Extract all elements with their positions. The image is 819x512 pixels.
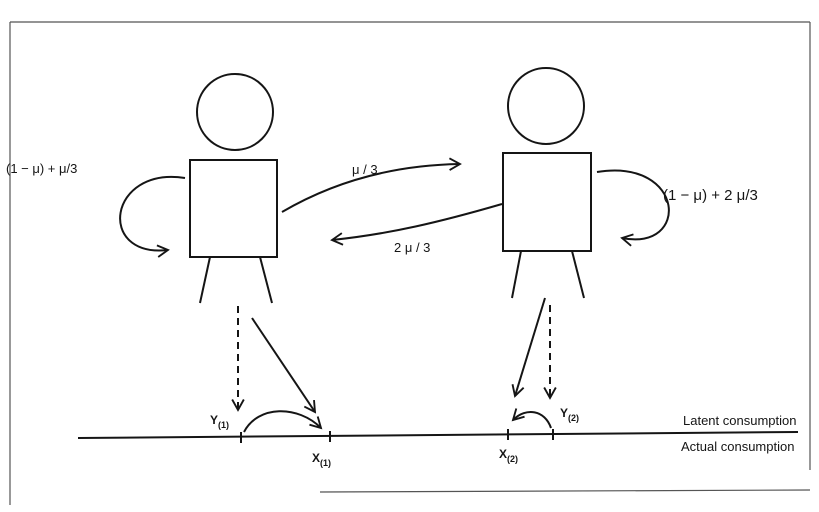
actual-consumption-label: Actual consumption xyxy=(681,439,794,454)
person-1-actual-solid-arrow xyxy=(251,317,317,414)
person-1-left-leg xyxy=(199,256,211,304)
y1-label: Y(1) xyxy=(210,413,229,430)
arrow-person-1-to-person-2-label: μ / 3 xyxy=(352,162,378,177)
person-2-actual-solid-arrow xyxy=(511,297,546,398)
arrow-person-2-to-person-1 xyxy=(330,203,503,246)
person-1-adjustment-arc xyxy=(243,410,323,433)
person-1-right-leg xyxy=(259,256,273,304)
person-1 xyxy=(189,73,278,304)
x1-label: X(1) xyxy=(312,451,331,468)
person-2-right-leg xyxy=(571,250,585,299)
person-2-body xyxy=(502,152,592,252)
person-2-self-loop-label: (1 − μ) + 2 μ/3 xyxy=(663,187,758,204)
y2-label: Y(2) xyxy=(560,406,579,423)
person-2-head xyxy=(507,67,585,145)
arrow-person-1-to-person-2 xyxy=(281,157,462,213)
person-1-body xyxy=(189,159,278,258)
person-2-left-leg xyxy=(511,250,522,299)
person-1-self-loop-label: (1 − μ) + μ/3 xyxy=(6,161,77,176)
person-1-head xyxy=(196,73,274,151)
latent-consumption-label: Latent consumption xyxy=(683,413,796,428)
arrow-person-2-to-person-1-label: 2 μ / 3 xyxy=(394,240,430,255)
person-2-self-loop-arrow xyxy=(596,169,670,247)
person-1-self-loop-arrow xyxy=(119,175,186,258)
x2-label: X(2) xyxy=(499,447,518,464)
person-2-adjustment-arc xyxy=(511,408,552,429)
consumption-axis-line xyxy=(77,431,799,439)
person-2 xyxy=(502,67,592,299)
figure-frame xyxy=(9,21,811,505)
